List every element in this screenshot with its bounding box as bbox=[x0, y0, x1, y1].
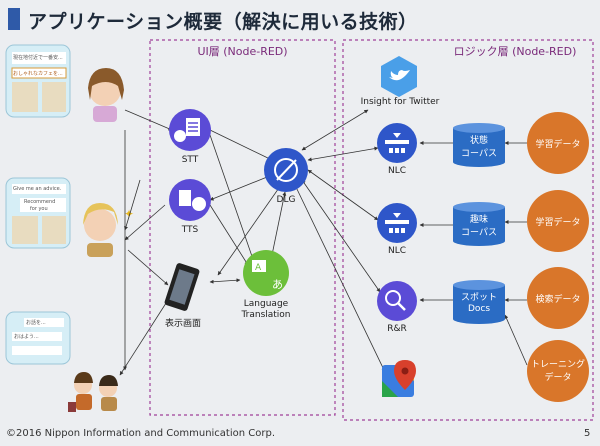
learning-data-1-node bbox=[527, 112, 589, 174]
chat-card-3-text-2: おはよう... bbox=[14, 334, 39, 340]
dlg-label: DLG bbox=[276, 195, 296, 205]
chat-card-2-text-2: Recommend bbox=[24, 199, 56, 205]
spot-docs-label-2: Docs bbox=[467, 304, 491, 314]
search-data-node bbox=[527, 267, 589, 329]
connectors bbox=[119, 109, 528, 376]
translate-node-icon: A あ bbox=[243, 250, 289, 296]
nlc-1-label: NLC bbox=[387, 166, 407, 176]
learning-data-2-label: 学習データ bbox=[535, 218, 581, 228]
search-data-label: 検索データ bbox=[535, 295, 581, 305]
copyright-footer: ©2016 Nippon Information and Communicati… bbox=[6, 428, 276, 439]
twitter-label: Insight for Twitter bbox=[360, 97, 440, 107]
nlc-node-1-icon bbox=[377, 123, 417, 163]
logic-layer-label: ロジック層 (Node-RED) bbox=[453, 45, 577, 58]
smartphone-icon bbox=[164, 263, 200, 311]
stt-label: STT bbox=[181, 155, 199, 165]
page-number: 5 bbox=[584, 428, 591, 439]
hobby-corpus-label-1: 趣味 bbox=[469, 215, 488, 225]
nlc-2-label: NLC bbox=[387, 246, 407, 256]
hobby-corpus-icon bbox=[453, 202, 505, 246]
state-corpus-label-2: コーパス bbox=[461, 149, 497, 159]
training-data-node bbox=[527, 340, 589, 402]
maps-icon bbox=[382, 360, 416, 397]
chat-card-2-text-1: Give me an advice. bbox=[13, 186, 62, 192]
rr-label: R&R bbox=[387, 324, 407, 334]
spot-docs-icon bbox=[453, 280, 505, 324]
chat-card-2-text-3: for you bbox=[30, 206, 48, 212]
display-screen-label: 表示画面 bbox=[164, 319, 201, 329]
rr-node-icon bbox=[377, 281, 417, 321]
title-accent-bar bbox=[8, 8, 20, 30]
travelers-icon bbox=[68, 372, 118, 412]
state-corpus-icon bbox=[453, 123, 505, 167]
training-data-label-2: データ bbox=[544, 373, 572, 383]
nlc-node-2-icon bbox=[377, 203, 417, 243]
svg-text:あ: あ bbox=[272, 278, 283, 291]
stt-node-icon bbox=[169, 109, 211, 151]
ui-layer-label: UI層 (Node-RED) bbox=[197, 45, 288, 58]
chat-card-1-text-1: 現在地付近で一番安... bbox=[13, 55, 63, 61]
learning-data-1-label: 学習データ bbox=[535, 140, 581, 150]
learning-data-2-node bbox=[527, 190, 589, 252]
tts-label: TTS bbox=[181, 225, 199, 235]
svg-text:A: A bbox=[255, 263, 262, 273]
hobby-corpus-label-2: コーパス bbox=[461, 228, 497, 238]
state-corpus-label-1: 状態 bbox=[469, 136, 488, 146]
slide-title: アプリケーション概要（解決に用いる技術） bbox=[28, 11, 418, 33]
tts-node-icon bbox=[169, 179, 211, 221]
language-label-line1: Language bbox=[243, 299, 289, 309]
person-blonde-icon: ✦ bbox=[83, 203, 134, 257]
language-label-line2: Translation bbox=[241, 310, 291, 320]
svg-text:✦: ✦ bbox=[124, 207, 134, 221]
spot-docs-label-1: スポット bbox=[460, 293, 497, 303]
training-data-label-1: トレーニング bbox=[530, 360, 585, 370]
twitter-node-icon bbox=[381, 56, 417, 97]
chat-card-3-text-1: お話を... bbox=[26, 320, 46, 326]
chat-card-1-text-2: おしゃれなカフェを... bbox=[13, 71, 63, 77]
person-woman-icon bbox=[88, 68, 124, 122]
dlg-node-icon bbox=[264, 148, 308, 192]
